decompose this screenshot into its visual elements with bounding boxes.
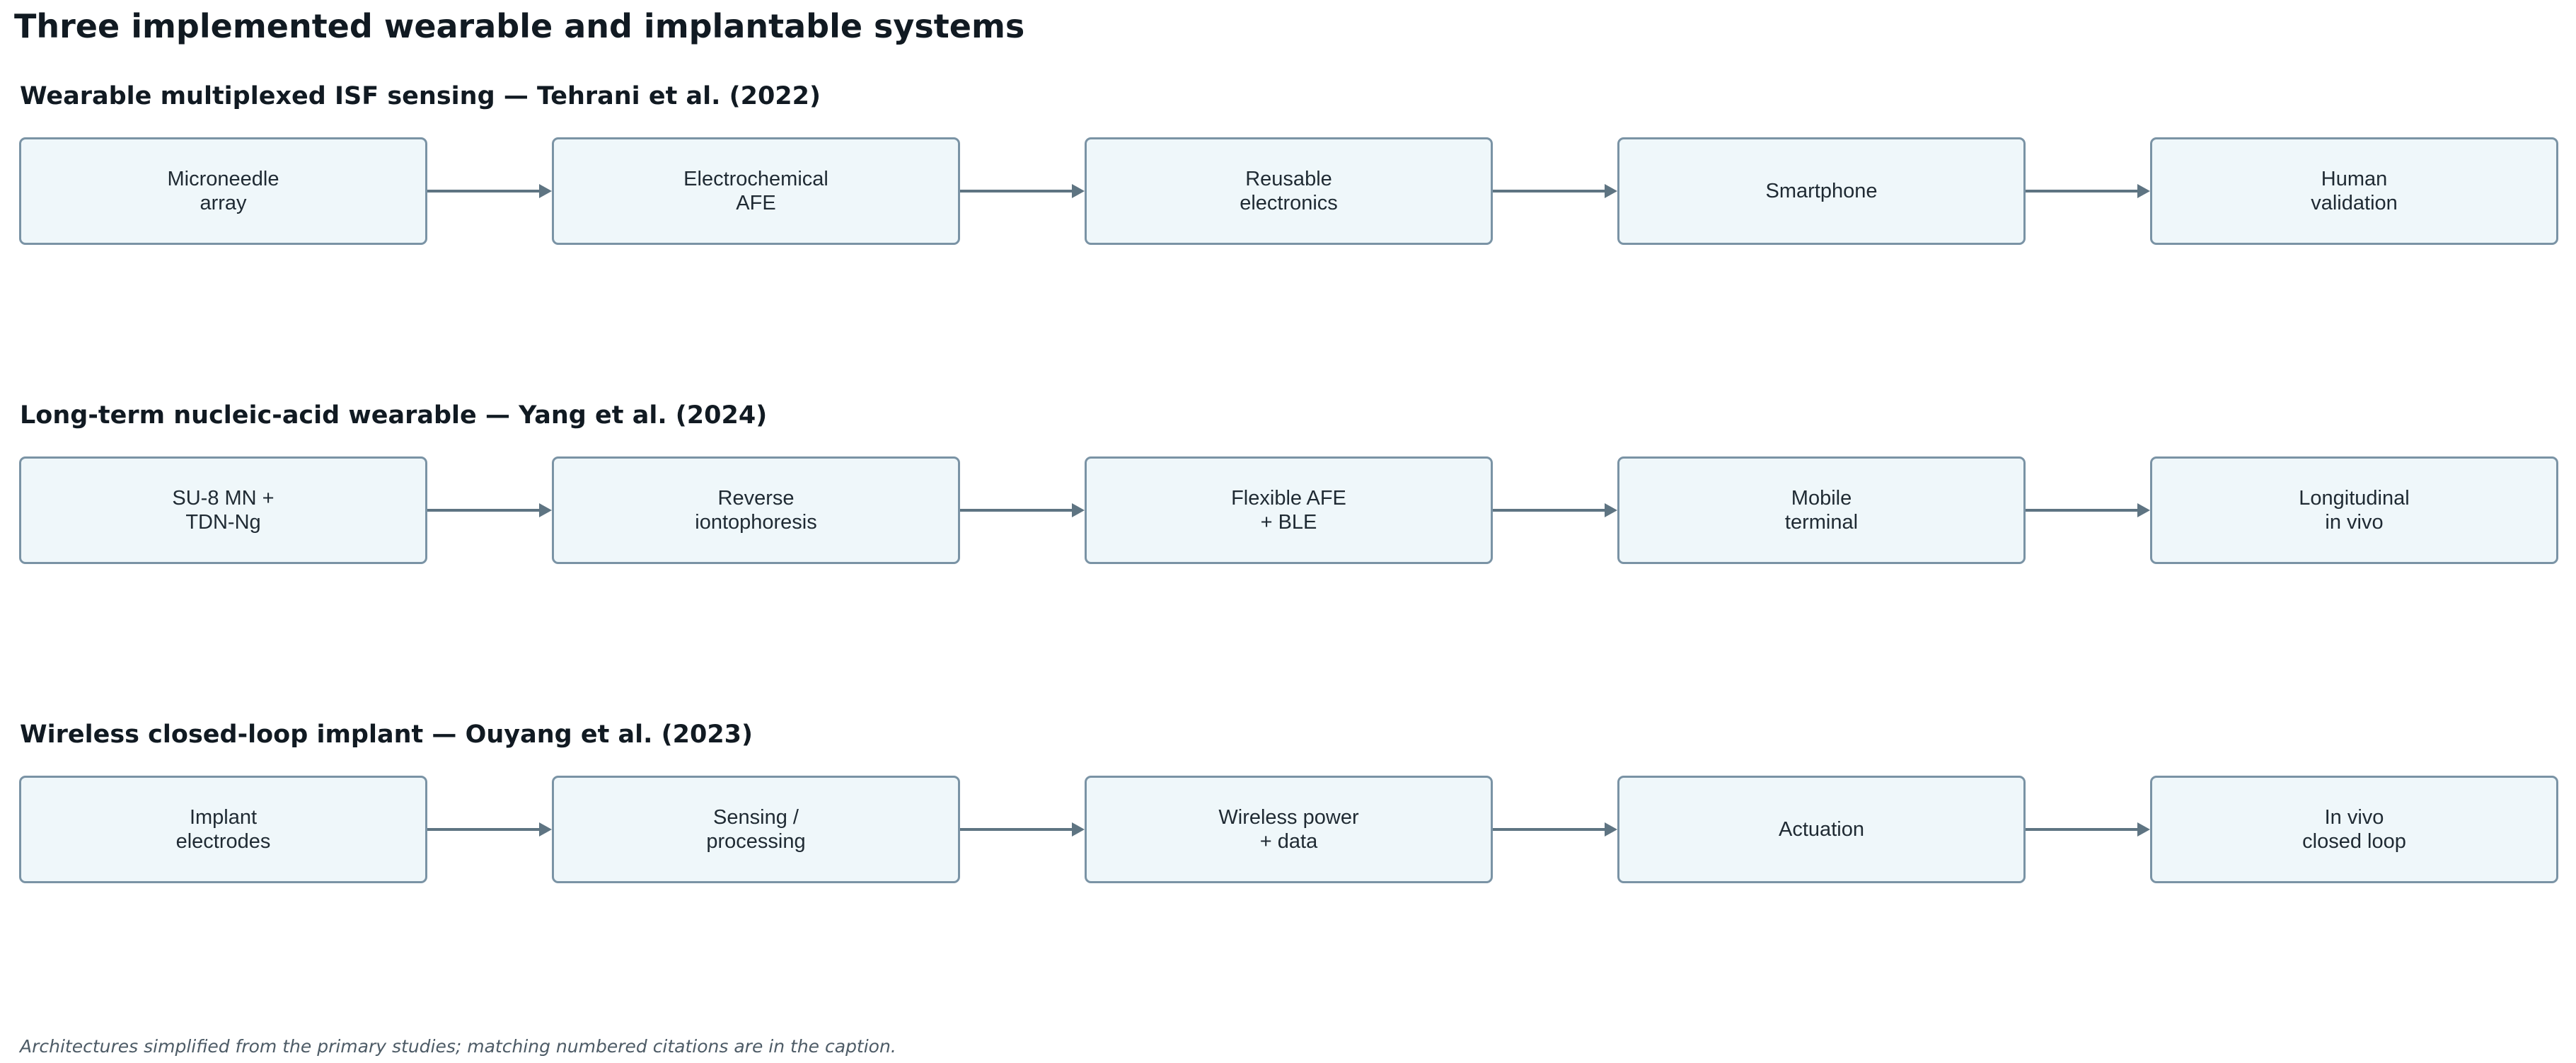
stage-label: Smartphone [1765,180,1878,202]
arrow-right-icon [2026,184,2150,198]
stage-longitudinal-in-vivo: Longitudinal in vivo [2150,456,2558,564]
arrow-right-icon [2026,503,2150,517]
stage-microneedle-array: Microneedle array [19,137,427,245]
stage-label: Sensing / processing [706,806,806,853]
stage-label: Reverse iontophoresis [695,487,817,534]
stage-flexible-afe-ble: Flexible AFE + BLE [1085,456,1493,564]
stage-label: Longitudinal in vivo [2299,487,2410,534]
stage-su8-mn: SU-8 MN + TDN-Ng [19,456,427,564]
arrow-right-icon [1493,822,1617,837]
arrow-right-icon [960,822,1085,837]
stage-actuation: Actuation [1617,776,2026,883]
arrow-right-icon [960,184,1085,198]
stage-label: Electrochemical AFE [683,168,828,214]
stage-label: Human validation [2311,168,2398,214]
stage-reusable-electronics: Reusable electronics [1085,137,1493,245]
stage-mobile-terminal: Mobile terminal [1617,456,2026,564]
arrow-right-icon [2026,822,2150,837]
arrow-right-icon [1493,184,1617,198]
stage-electrochemical-afe: Electrochemical AFE [552,137,960,245]
stage-wireless-power-data: Wireless power + data [1085,776,1493,883]
stage-label: SU-8 MN + TDN-Ng [172,487,275,534]
stage-label: Actuation [1779,818,1864,841]
row-heading-yang: Long-term nucleic-acid wearable — Yang e… [20,401,768,430]
stage-reverse-iontophoresis: Reverse iontophoresis [552,456,960,564]
footnote: Architectures simplified from the primar… [20,1036,896,1057]
stage-label: Flexible AFE + BLE [1231,487,1346,534]
stage-label: Mobile terminal [1784,487,1859,534]
stage-label: Wireless power + data [1218,806,1359,853]
row-heading-tehrani: Wearable multiplexed ISF sensing — Tehra… [20,82,821,110]
stage-label: Implant electrodes [175,806,271,853]
stage-in-vivo-closed-loop: In vivo closed loop [2150,776,2558,883]
stage-human-validation: Human validation [2150,137,2558,245]
stage-sensing-processing: Sensing / processing [552,776,960,883]
arrow-right-icon [427,503,552,517]
stage-implant-electrodes: Implant electrodes [19,776,427,883]
arrow-right-icon [1493,503,1617,517]
arrow-right-icon [427,184,552,198]
stage-label: Microneedle array [167,168,279,214]
diagram-title: Three implemented wearable and implantab… [14,7,1025,45]
stage-label: Reusable electronics [1240,168,1338,214]
arrow-right-icon [427,822,552,837]
row-heading-ouyang: Wireless closed-loop implant — Ouyang et… [20,720,753,749]
arrow-right-icon [960,503,1085,517]
stage-label: In vivo closed loop [2302,806,2406,853]
stage-smartphone: Smartphone [1617,137,2026,245]
